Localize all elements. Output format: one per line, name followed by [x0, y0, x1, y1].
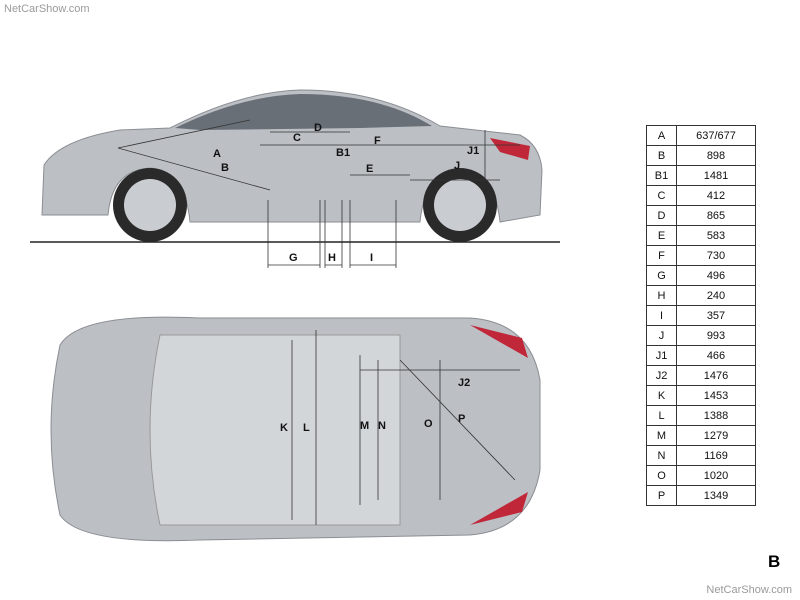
dimension-value: 730: [676, 245, 756, 266]
dimension-value: 412: [676, 185, 756, 206]
label-g: G: [289, 252, 298, 264]
dimension-value: 1453: [676, 385, 756, 406]
dimension-value: 496: [676, 265, 756, 286]
dimension-key: J: [646, 325, 677, 346]
dimension-key: B1: [646, 165, 677, 186]
dimension-key: B: [646, 145, 677, 166]
label-b: B: [221, 162, 229, 174]
side-glass: [175, 94, 432, 130]
dimension-key: D: [646, 205, 677, 226]
dimension-value: 1476: [676, 365, 756, 386]
dimension-value: 993: [676, 325, 756, 346]
top-view: J2 P O K L M N: [50, 316, 541, 542]
view-label: B: [768, 552, 781, 571]
dimension-key: K: [646, 385, 677, 406]
dimension-key: J1: [646, 345, 677, 366]
dimension-value: 898: [676, 145, 756, 166]
label-p: P: [458, 413, 465, 425]
label-l: L: [303, 422, 310, 434]
watermark-bottom: NetCarShow.com: [706, 584, 792, 596]
dimension-value: 1279: [676, 425, 756, 446]
dimension-value: 357: [676, 305, 756, 326]
label-j2: J2: [458, 377, 470, 389]
tail-light-side: [490, 138, 530, 160]
dimension-value: 1481: [676, 165, 756, 186]
watermark-top: NetCarShow.com: [4, 3, 90, 15]
dimension-key: N: [646, 445, 677, 466]
dimension-key: O: [646, 465, 677, 486]
dimension-key: M: [646, 425, 677, 446]
label-b1: B1: [336, 147, 350, 159]
dimension-value: 1020: [676, 465, 756, 486]
dimension-key: G: [646, 265, 677, 286]
label-j1: J1: [467, 145, 479, 157]
label-d: D: [314, 122, 322, 134]
dimension-value: 1388: [676, 405, 756, 426]
dimension-key: I: [646, 305, 677, 326]
dimension-key: P: [646, 485, 677, 506]
label-c: C: [293, 132, 301, 144]
side-view: A B B1 C D E F J J1 G H I: [30, 89, 560, 268]
dimension-value: 1349: [676, 485, 756, 506]
label-f: F: [374, 135, 381, 147]
dimension-value: 466: [676, 345, 756, 366]
top-dimension-lines: [291, 330, 520, 525]
tail-light-top-2: [470, 492, 528, 525]
label-o: O: [424, 418, 433, 430]
dimension-value: 1169: [676, 445, 756, 466]
side-dimension-lines: [117, 119, 520, 268]
dimension-key: J2: [646, 365, 677, 386]
dimension-value: 637/677: [676, 125, 756, 146]
label-i: I: [370, 252, 373, 264]
dimension-value: 240: [676, 285, 756, 306]
label-e: E: [366, 163, 373, 175]
dimension-key: L: [646, 405, 677, 426]
dimension-key: H: [646, 285, 677, 306]
top-glass: [149, 334, 401, 526]
dimension-key: F: [646, 245, 677, 266]
dimension-key: E: [646, 225, 677, 246]
label-n: N: [378, 420, 386, 432]
dimension-value: 583: [676, 225, 756, 246]
label-h: H: [328, 252, 336, 264]
label-a: A: [213, 148, 221, 160]
label-k: K: [280, 422, 288, 434]
tail-light-top-1: [470, 325, 528, 358]
label-m: M: [360, 420, 369, 432]
dimension-key: A: [646, 125, 677, 146]
dimension-value: 865: [676, 205, 756, 226]
dimension-key: C: [646, 185, 677, 206]
label-j: J: [454, 160, 460, 172]
